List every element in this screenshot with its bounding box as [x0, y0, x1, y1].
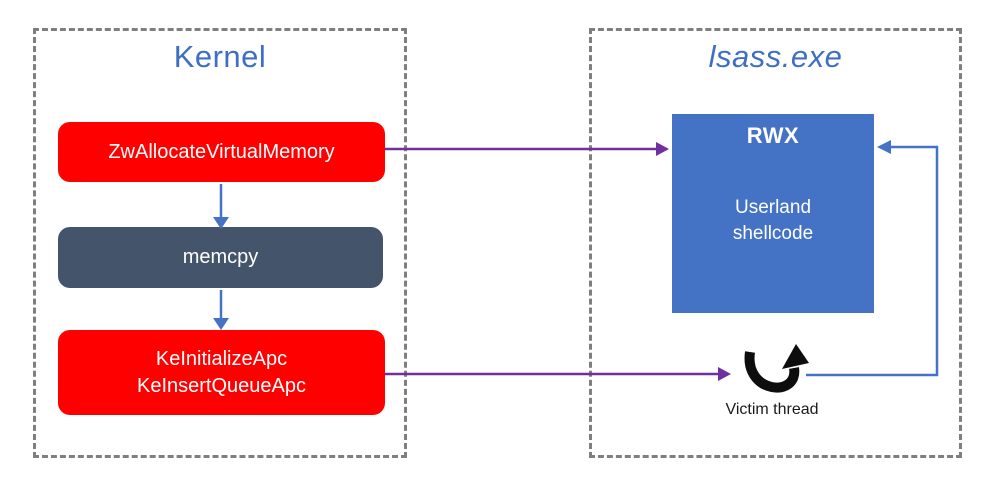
node-zwallocatevirtualmemory-label: ZwAllocateVirtualMemory — [108, 140, 335, 163]
victim-thread-label: Victim thread — [725, 401, 819, 418]
rwx-body-line1: Userland — [734, 197, 812, 218]
kernel-panel-title: Kernel — [173, 39, 267, 74]
rwx-box-body: Userland shellcode — [672, 195, 874, 247]
node-memcpy-label: memcpy — [182, 246, 259, 268]
rwx-box-title: RWX — [746, 123, 800, 148]
lsass-panel-title: lsass.exe — [708, 39, 843, 74]
node-zwallocatevirtualmemory: ZwAllocateVirtualMemory — [58, 122, 385, 182]
node-memcpy: memcpy — [58, 227, 383, 288]
kernel-panel: Kernel — [33, 28, 407, 458]
rwx-shellcode-box: RWX Userland shellcode — [672, 114, 874, 313]
node-apc-line2: KeInsertQueueApc — [137, 374, 306, 397]
node-apc-queue: KeInitializeApc KeInsertQueueApc — [58, 330, 385, 415]
rwx-body-line2: shellcode — [732, 223, 814, 244]
lsass-panel: lsass.exe — [589, 28, 962, 458]
node-apc-line1: KeInitializeApc — [155, 347, 288, 370]
